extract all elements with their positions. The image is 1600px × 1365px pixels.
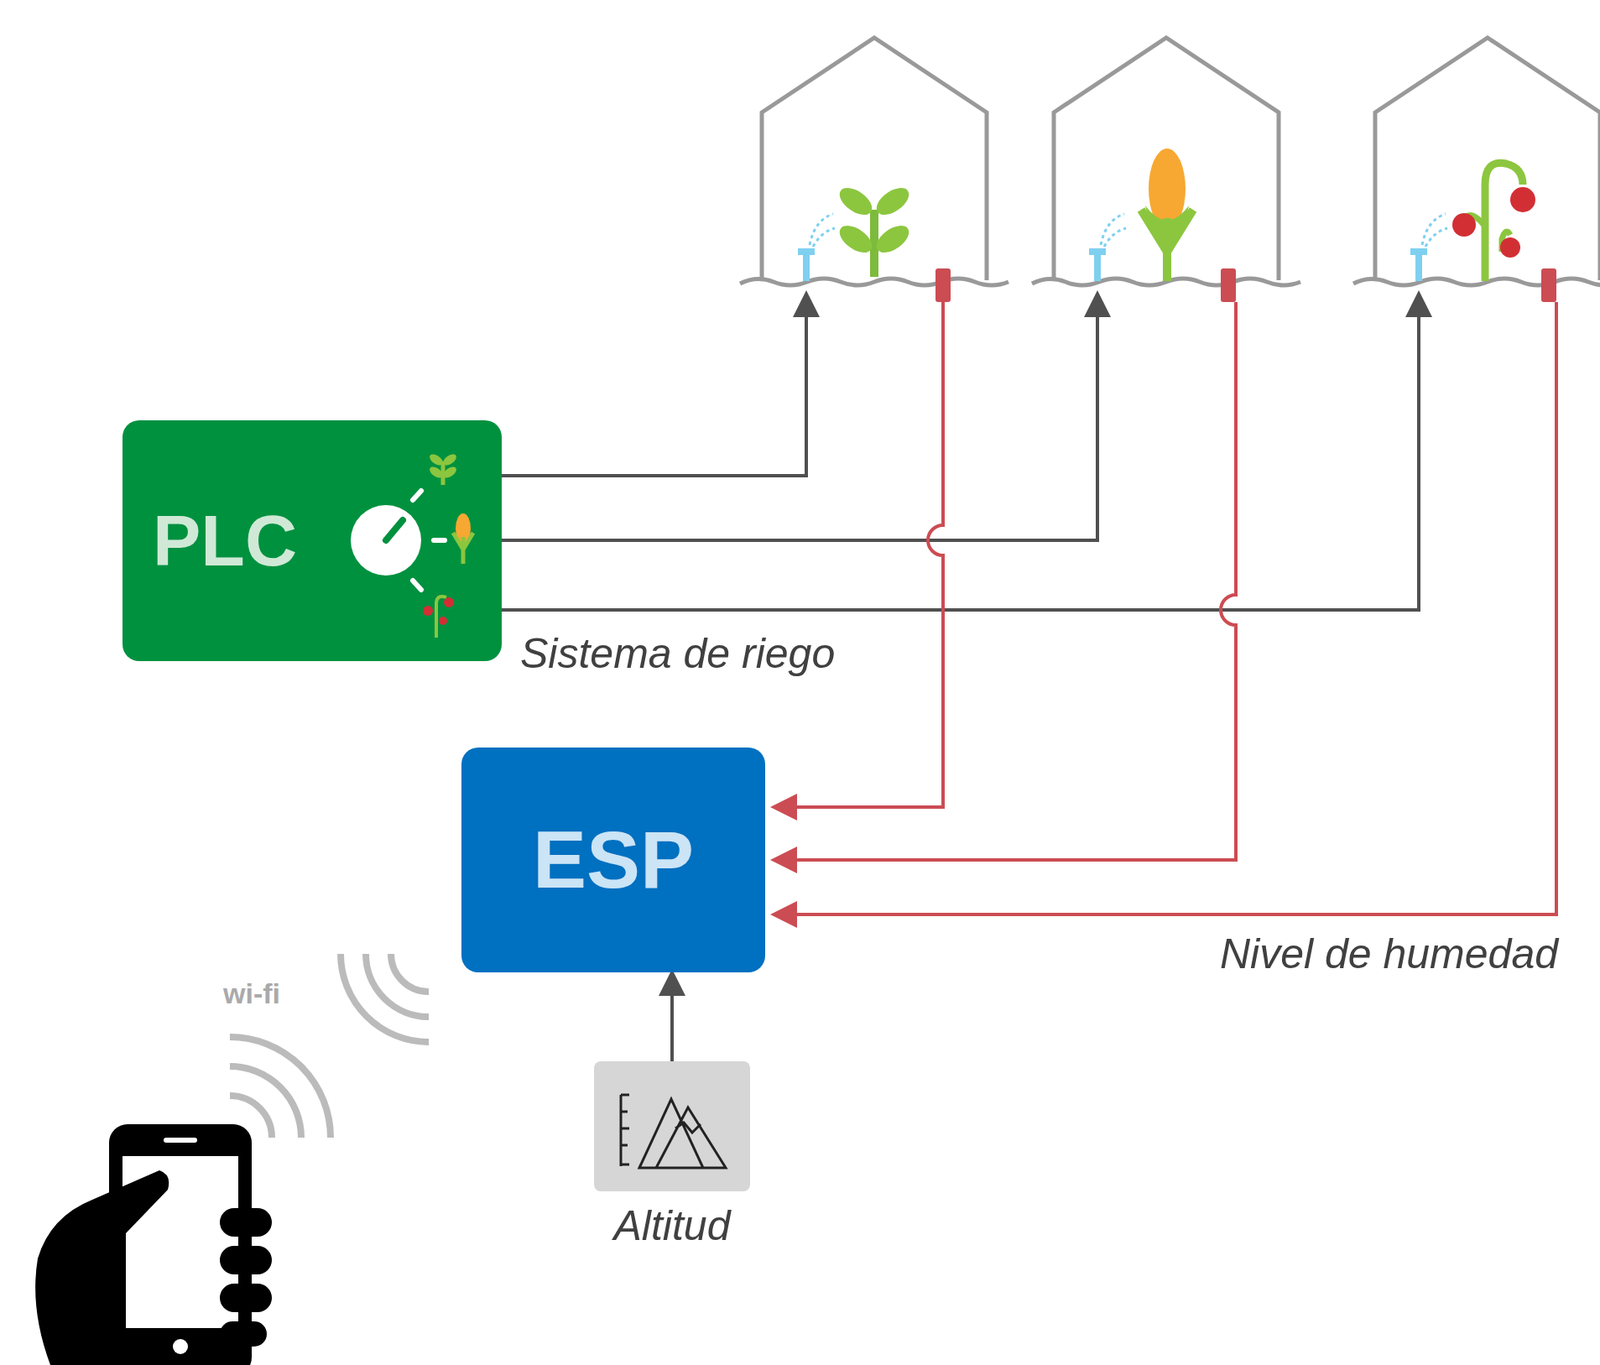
altitude-icon: [620, 1094, 726, 1168]
water-spray: [1422, 213, 1448, 247]
phone-hand: [35, 1124, 272, 1365]
node-title: PLC: [152, 499, 298, 583]
plant: [834, 148, 1536, 282]
sensor-box: Altitud: [594, 1061, 751, 1192]
humidity-sensor: [1541, 268, 1557, 303]
node-caption: Altitud: [614, 1201, 731, 1251]
controller-box: ESP: [461, 747, 766, 973]
greenhouse-outline: [1375, 37, 1600, 281]
irrigation-line: [501, 293, 1419, 610]
signal-label: Nivel de humedad: [1219, 929, 1559, 979]
sprinkler: [1089, 251, 1106, 282]
water-spray: [1100, 213, 1126, 247]
node-title: ESP: [532, 813, 694, 907]
greenhouse-outline: [761, 37, 987, 281]
humidity-sensor: [1220, 268, 1236, 303]
ground-line: [1353, 278, 1600, 286]
controller-box: PLC: [122, 420, 502, 662]
water-spray: [809, 213, 835, 247]
ground-line: [740, 278, 1009, 286]
humidity-line: [773, 302, 1557, 915]
sprinkler: [797, 251, 815, 282]
humidity-sensor: [935, 268, 951, 303]
connector: [670, 972, 674, 1062]
greenhouse: [740, 37, 1600, 303]
signal-label: Sistema de riego: [520, 629, 835, 678]
wifi-label: wi-fi: [223, 977, 281, 1011]
sprinkler: [1410, 251, 1428, 282]
greenhouse-outline: [1053, 37, 1279, 281]
